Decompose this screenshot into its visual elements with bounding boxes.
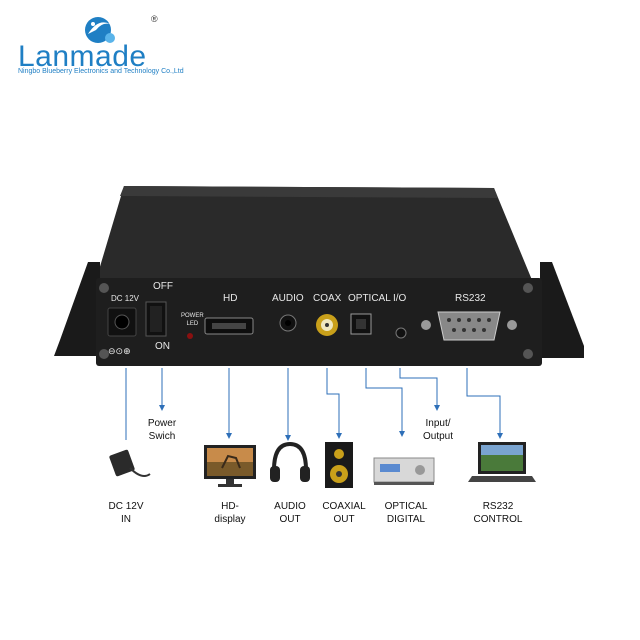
label-audio: AUDIO bbox=[272, 293, 304, 304]
label-off: OFF bbox=[153, 281, 173, 292]
line-rs232 bbox=[466, 368, 503, 439]
screw-icon bbox=[507, 320, 517, 330]
mount-ear-left bbox=[54, 262, 100, 356]
screw-icon bbox=[523, 283, 533, 293]
screw-icon bbox=[523, 349, 533, 359]
line-io bbox=[399, 368, 440, 411]
label-rs232: RS232 bbox=[455, 293, 486, 304]
label-optical: OPTICAL bbox=[348, 293, 391, 304]
amplifier-icon bbox=[373, 457, 435, 485]
callout-power-switch: Power Swich bbox=[147, 418, 177, 442]
hd-display-icon bbox=[204, 445, 256, 487]
headphones-icon bbox=[270, 441, 310, 482]
device-label-optical-digital: OPTICAL DIGITAL bbox=[384, 501, 428, 525]
label-dc: DC 12V bbox=[111, 294, 140, 303]
power-led-icon bbox=[187, 333, 193, 339]
label-io: I/O bbox=[393, 293, 407, 304]
device-label-rs232-control: RS232 CONTROL bbox=[473, 501, 523, 525]
speaker-icon bbox=[325, 442, 353, 488]
line-optical bbox=[365, 368, 405, 437]
io-jack-icon bbox=[395, 327, 407, 339]
screw-icon bbox=[421, 320, 431, 330]
brand-subtitle: Ningbo Blueberry Electronics and Technol… bbox=[18, 68, 184, 75]
device-label-dc-in: DC 12V IN bbox=[108, 501, 144, 525]
device-label-hd-display: HD- display bbox=[214, 501, 246, 525]
registered-mark: ® bbox=[151, 14, 158, 24]
mount-ear-right bbox=[540, 262, 584, 358]
screw-icon bbox=[99, 283, 109, 293]
label-power-led: POWER LED bbox=[181, 313, 204, 327]
logo-swirl-icon bbox=[85, 17, 115, 43]
device-label-coaxial-out: COAXIAL OUT bbox=[322, 501, 366, 525]
label-polarity: ⊖⊙⊕ bbox=[108, 346, 131, 356]
laptop-icon bbox=[468, 442, 536, 482]
callout-input-output: Input/ Output bbox=[422, 418, 454, 442]
device-label-audio-out: AUDIO OUT bbox=[274, 501, 306, 525]
box-top bbox=[96, 186, 532, 280]
power-adapter-icon bbox=[109, 449, 151, 477]
brand-name: Lanmade bbox=[18, 40, 147, 73]
rs232-port-icon bbox=[437, 311, 501, 341]
label-coax: COAX bbox=[313, 293, 342, 304]
label-on: ON bbox=[155, 341, 170, 352]
screw-icon bbox=[99, 349, 109, 359]
brand-logo bbox=[16, 14, 176, 84]
line-coax bbox=[326, 368, 342, 439]
label-hd: HD bbox=[223, 293, 238, 304]
